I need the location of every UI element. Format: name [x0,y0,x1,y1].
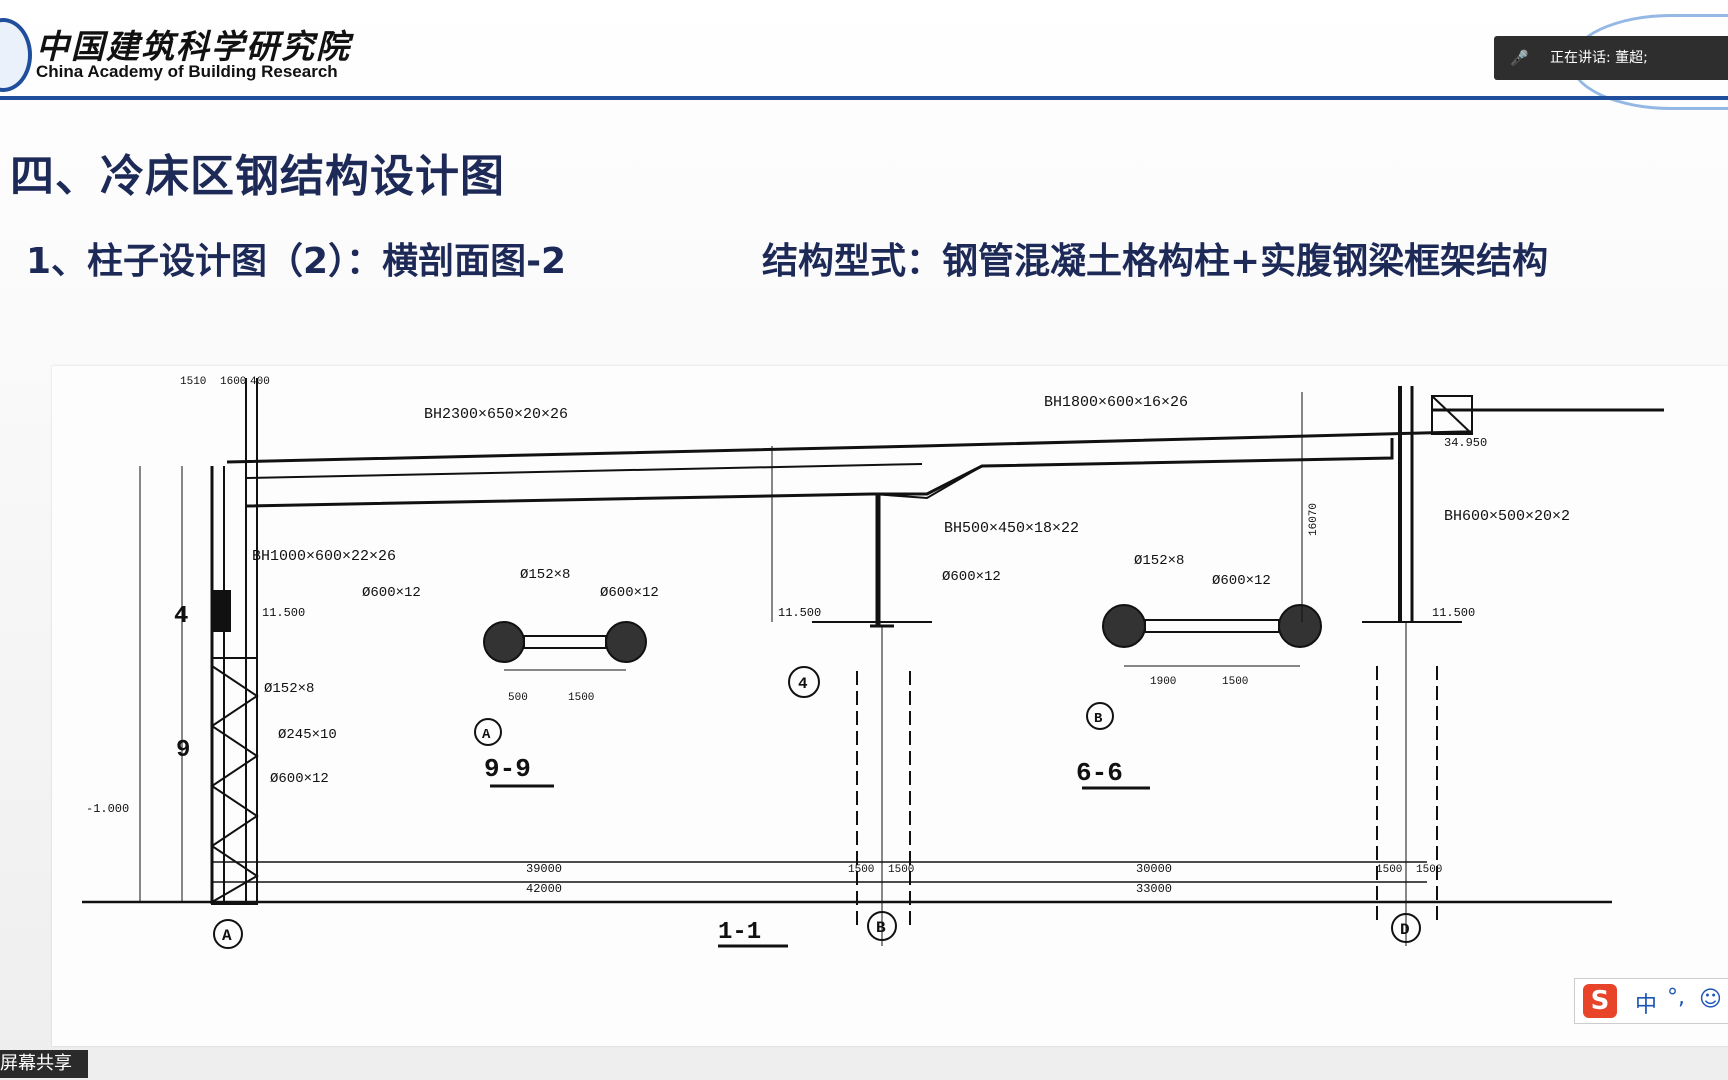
lattice-bracing [210,665,259,903]
sogou-logo-icon[interactable]: S [1583,984,1617,1018]
tube-9-9-right [605,621,647,663]
cad-section-drawing: BH2300×650×20×26 BH1800×600×16×26 BH1000… [82,376,1664,949]
dim-w-1500b: 1500 [888,864,914,876]
label-tube-big-r1: Ø600×12 [942,569,1001,585]
emoji-icon[interactable]: ☺ [1699,987,1722,1012]
section-title-6-6: 6-6 [1076,758,1123,788]
label-tube-big-l2: Ø600×12 [600,585,659,601]
elev-top-right: 34.950 [1444,436,1487,450]
label-lattice-245: Ø245×10 [278,727,337,743]
structure-type-caption: 结构型式：钢管混凝土格构柱+实腹钢梁框架结构 [762,241,1549,282]
header-divider [0,96,1728,100]
label-tube-small-r: Ø152×8 [1134,553,1184,569]
label-tube-big-r2: Ø600×12 [1212,573,1271,589]
label-tube-small-l: Ø152×8 [520,567,570,583]
tube-9-9-link [523,635,607,649]
label-beam-left: BH2300×650×20×26 [424,406,568,423]
elev-minus: -1.000 [86,802,129,816]
dim-sec-1500b: 1500 [1222,676,1248,688]
section-mark-4: 4 [798,675,808,693]
dim-top-1600: 1600 [220,376,246,388]
axis-label-b-6-6: B [1094,711,1103,727]
platform-box [1431,395,1473,435]
dim-sec-1500: 1500 [568,692,594,704]
dim-span-right: 30000 [1136,862,1172,876]
axis-label-d: D [1400,921,1410,939]
dim-sec-500: 500 [508,692,528,704]
beam-top-chord-inner [246,463,923,479]
beam-top-chord [226,430,1472,464]
tube-6-6-right [1278,604,1322,648]
dim-top-400: 400 [250,376,270,388]
microphone-icon: 🎤 [1510,49,1529,67]
axis-bubble-a [213,919,243,949]
active-speaker-text: 正在讲话: 董超; [1550,50,1648,66]
axis-bubble-b-6-6 [1086,702,1114,730]
logo-chinese-name: 中国建筑科学研究院 [36,27,351,66]
label-lattice-600: Ø600×12 [270,771,329,787]
column-cap-block [213,590,231,632]
dim-top-1510: 1510 [180,376,206,388]
section-title-9-9: 9-9 [484,754,531,784]
axis-bubble-d [1391,913,1421,943]
elev-ground-left: 11.500 [262,606,305,620]
axis-label-a: A [222,927,232,945]
label-col-mid: BH500×450×18×22 [944,520,1079,537]
axis-label-b: B [876,919,886,937]
logo-english-name: China Academy of Building Research [36,62,338,81]
ime-language-toggle[interactable]: 中 [1635,993,1658,1018]
dim-w-1500d: 1500 [1416,864,1442,876]
section-mark-4-left: 4 [174,603,188,630]
dim-w-1500a: 1500 [848,864,874,876]
label-col-left: BH1000×600×22×26 [252,548,396,565]
section-mark-9-left: 9 [176,737,190,764]
section-bubble-4 [788,666,820,698]
slide-title: 四、冷床区钢结构设计图 [10,151,505,202]
tube-6-6-link [1144,619,1280,633]
label-beam-right: BH1800×600×16×26 [1044,394,1188,411]
academy-logo-icon [0,18,32,92]
tube-6-6-left [1102,604,1146,648]
label-col-right: BH600×500×20×2 [1444,508,1570,525]
section-title-1-1: 1-1 [718,919,761,946]
dim-span-left: 39000 [526,862,562,876]
dim-overall-right: 33000 [1136,882,1172,896]
dim-sec-1900: 1900 [1150,676,1176,688]
dim-w-1500c: 1500 [1376,864,1402,876]
lattice-frame [211,657,258,905]
screen-share-tab[interactable]: 屏幕共享 [0,1050,88,1078]
engineering-drawing: BH2300×650×20×26 BH1800×600×16×26 BH1000… [52,366,1728,1046]
axis-label-a-9-9: A [482,727,491,743]
ime-punctuation-toggle[interactable]: °, [1667,985,1685,1010]
label-tube-big-l1: Ø600×12 [362,585,421,601]
beam-bottom-chord [246,438,1394,508]
beam-haunch [871,465,983,500]
tube-9-9-left [483,621,525,663]
elev-ground-right: 11.500 [1432,606,1475,620]
slide-subtitle: 1、柱子设计图（2）：横剖面图-2 [26,241,567,282]
platform-box-diag [1431,395,1473,435]
axis-bubble-b [867,911,897,941]
input-method-toolbar[interactable]: S 中 °, ☺ [1574,978,1728,1024]
elev-ground-mid: 11.500 [778,606,821,620]
dim-height-16: 16070 [1308,503,1320,536]
axis-bubble-a-9-9 [474,718,502,746]
dim-overall-left: 42000 [526,882,562,896]
label-lattice-152: Ø152×8 [264,681,314,697]
active-speaker-indicator: 🎤 正在讲话: 董超; [1494,36,1728,80]
